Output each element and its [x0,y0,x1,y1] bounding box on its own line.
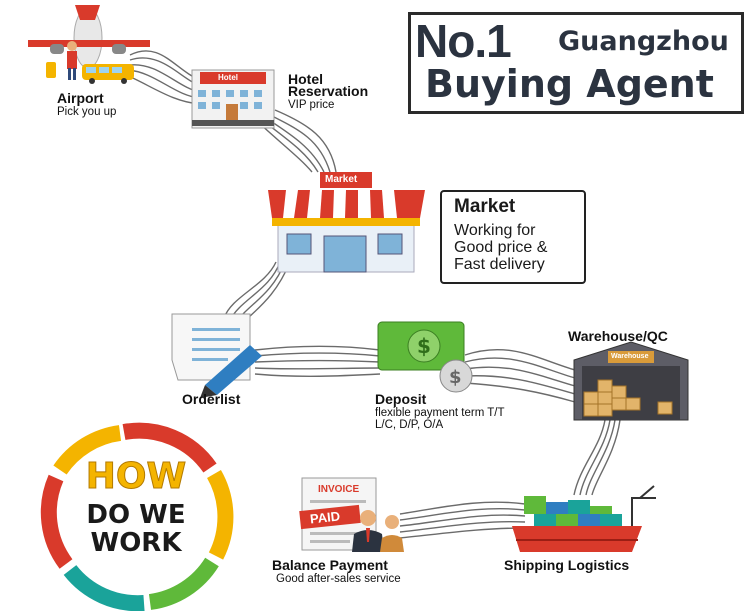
title-buying-agent: Buying Agent [425,62,714,106]
how-text: HOW [85,456,187,498]
balance-sub: Good after-sales service [276,573,401,585]
work-text: WORK [90,528,182,558]
deposit-sub-line1: flexible payment term T/T [375,407,505,419]
market-box-line2: Good price & [454,239,548,256]
warehouse-sign: Warehouse [611,353,649,360]
balance-label: Balance Payment [272,557,388,573]
market-box-title: Market [454,196,516,217]
shipping-label: Shipping Logistics [504,557,630,573]
invoice-text: INVOICE [318,484,360,495]
market-box-line3: Fast delivery [454,256,545,273]
hotel-sub: VIP price [288,99,335,111]
market-box-line1: Working for [454,222,536,239]
market-sign: Market [325,174,358,185]
deposit-label: Deposit [375,391,427,407]
title-no1: No.1 [415,15,512,67]
svg-text:$: $ [449,367,462,388]
orderlist-label: Orderlist [182,391,241,407]
hotel-label-line2: Reservation [288,83,369,99]
title-box [408,12,744,114]
hotel-sign: Hotel [218,73,238,82]
airport-sub: Pick you up [57,106,117,118]
svg-text:$: $ [417,334,431,358]
warehouse-label: Warehouse/QC [568,328,668,344]
title-city: Guangzhou [558,26,729,57]
airport-label: Airport [57,90,104,106]
hotel-label-line1: Hotel [288,71,323,87]
deposit-sub-line2: L/C, D/P, O/A [375,419,444,431]
market-info-box [440,190,586,284]
do-we-text: DO WE [86,500,186,530]
